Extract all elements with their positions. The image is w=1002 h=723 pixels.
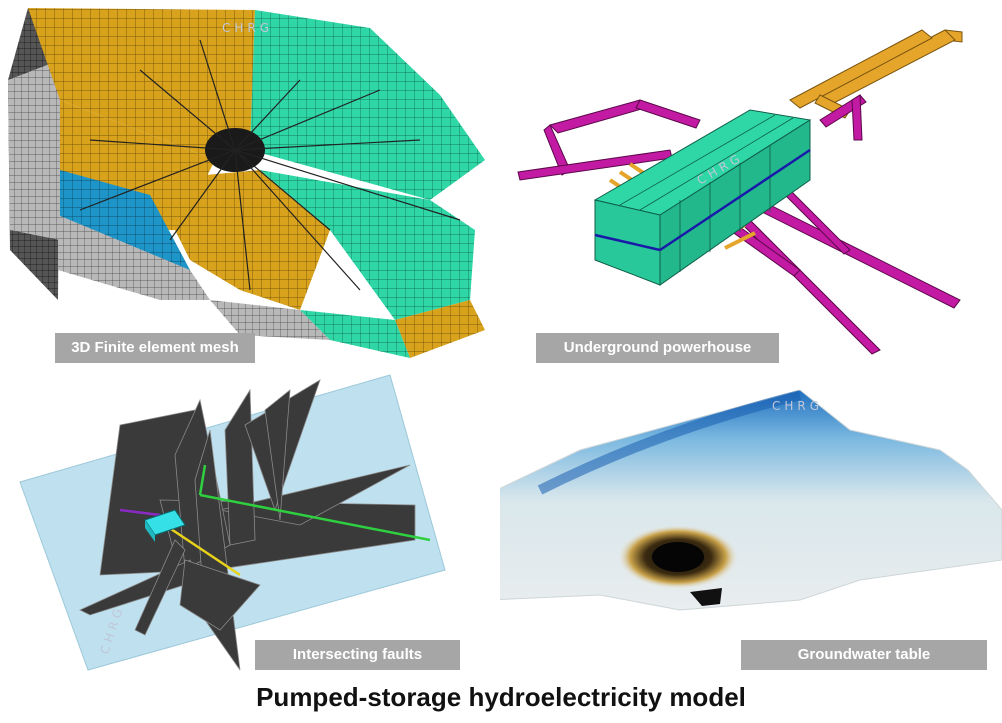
finite-element-mesh-image: CHRG [8,8,485,358]
caption-faults: Intersecting faults [255,640,460,670]
watermark-text: CHRG [222,21,273,35]
mesh-panel: CHRG 3D Finite element mesh [0,0,500,370]
watermark-text: CHRG [772,399,823,413]
groundwater-panel: CHRG Groundwater table [500,370,1002,680]
intersecting-faults-image: CHRG [19,374,446,671]
powerhouse-panel: CHRG Underground powerhouse [500,0,1002,370]
powerhouse-image: CHRG [517,29,963,355]
groundwater-table-image: CHRG [500,389,1002,611]
caption-groundwater: Groundwater table [741,640,987,670]
caption-mesh: 3D Finite element mesh [55,333,255,363]
caption-powerhouse: Underground powerhouse [536,333,779,363]
faults-panel: CHRG Intersecting faults [0,370,500,680]
figure-title: Pumped-storage hydroelectricity model [256,682,746,712]
